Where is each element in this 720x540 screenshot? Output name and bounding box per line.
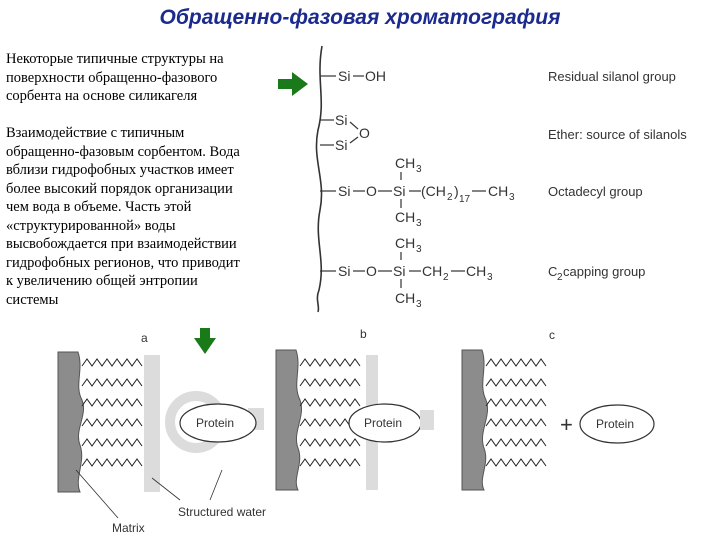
chem-ch: CH [395,155,415,171]
chem-sub: 3 [509,192,515,203]
panel-label-b: b [360,327,367,341]
chem-sub: 2 [447,192,453,203]
chem-ch: CH [395,290,415,306]
chem-sub: 3 [416,218,422,229]
leader-line [151,477,181,501]
alkyl-chain [485,438,547,447]
silica-surface-line [315,45,323,313]
protein-ellipse [179,403,257,443]
chem-si: Si [338,263,350,279]
label-c-capping-sub: 2 [557,272,563,283]
bond-line [349,121,359,130]
text-line: поверхности обращенно-фазового [6,69,218,86]
text-line: Взаимодействие с типичным [6,125,185,141]
text-block-interaction: Взаимодействие с типичным обращенно-фазо… [6,124,306,309]
bond-line [349,136,359,144]
chem-ch: CH [395,235,415,251]
label-residual-silanol: Residual silanol group [548,69,676,84]
chem-ch: CH [395,209,415,225]
alkyl-chains [81,358,143,467]
alkyl-chain [81,458,143,467]
protein-ellipse [579,404,655,444]
text-block-structures: Некоторые типичные структуры на поверхно… [6,50,306,106]
water-column [144,355,160,492]
protein-label: Protein [596,417,634,431]
alkyl-chain [485,378,547,387]
text-line: «структурированной» воды [6,217,176,234]
text-line: чем вода в объеме. Часть этой [6,199,192,215]
matrix-wall [275,349,302,491]
alkyl-chain [299,398,361,407]
alkyl-chains [485,358,547,467]
down-arrow-icon [194,328,216,354]
text-line: системы [6,291,59,308]
chem-o: O [366,263,377,279]
chem-sub: 3 [416,164,422,175]
alkyl-chain [81,418,143,427]
chem-si: Si [335,112,347,128]
alkyl-chain [81,358,143,367]
alkyl-chain [299,438,361,447]
panel-label-a: a [141,331,148,345]
chem-oh: OH [365,68,386,84]
alkyl-chain [299,458,361,467]
leader-line [209,469,223,501]
protein-label: Protein [196,416,234,430]
chem-ch: CH [422,263,442,279]
alkyl-chain [485,398,547,407]
text-line: к увеличению общей энтропии [6,273,198,289]
chem-si: Si [338,68,350,84]
chem-si: Si [338,183,350,199]
alkyl-chain [485,418,547,427]
plus-sign: + [560,412,573,437]
water-column-bar [420,410,434,430]
label-matrix: Matrix [112,521,145,535]
chem-ch2-open: (CH [421,183,446,199]
page-title: Обращенно-фазовая хроматография [159,6,561,29]
chem-sub: 2 [443,272,449,283]
alkyl-chain [81,438,143,447]
label-structured-water: Structured water [178,505,266,519]
text-line: вблизи гидрофобных участков имеет [6,162,234,178]
chem-sub: 3 [416,299,422,310]
chem-o: O [359,125,370,141]
label-ether: Ether: source of silanols [548,127,687,142]
protein-label: Protein [364,416,402,430]
chem-o: O [366,183,377,199]
alkyl-chains [299,358,361,467]
chem-si: Si [335,137,347,153]
text-line: обращенно-фазовым сорбентом. Вода [6,143,240,160]
leader-line [75,469,119,519]
alkyl-chain [485,358,547,367]
chem-ch: CH [466,263,486,279]
chem-sub: 3 [487,272,493,283]
chem-ch: CH [488,183,508,199]
alkyl-chain [81,378,143,387]
matrix-wall [461,349,488,491]
alkyl-chain [299,378,361,387]
matrix-wall [57,351,84,493]
alkyl-chain [485,458,547,467]
chem-sub: 3 [416,244,422,255]
text-line: сорбента на основе силикагеля [6,88,198,104]
right-arrow-icon [278,72,308,96]
label-octadecyl: Octadecyl group [548,184,643,199]
chem-si: Si [393,183,405,199]
chem-si: Si [393,263,405,279]
chem-sub: 17 [459,194,471,205]
text-line: высвобождается при взаимодействии [6,236,237,252]
panel-label-c: c [549,328,555,342]
text-line: Некоторые типичные структуры на [6,51,224,67]
text-line: более высокий порядок организации [6,180,233,197]
text-line: гидрофобных регионов, что приводит [6,254,240,271]
chem-paren-close: ) [454,183,459,199]
alkyl-chain [81,398,143,407]
label-c-capping-rest: capping group [563,264,645,279]
alkyl-chain [299,358,361,367]
label-c-capping-c: C [548,264,557,279]
